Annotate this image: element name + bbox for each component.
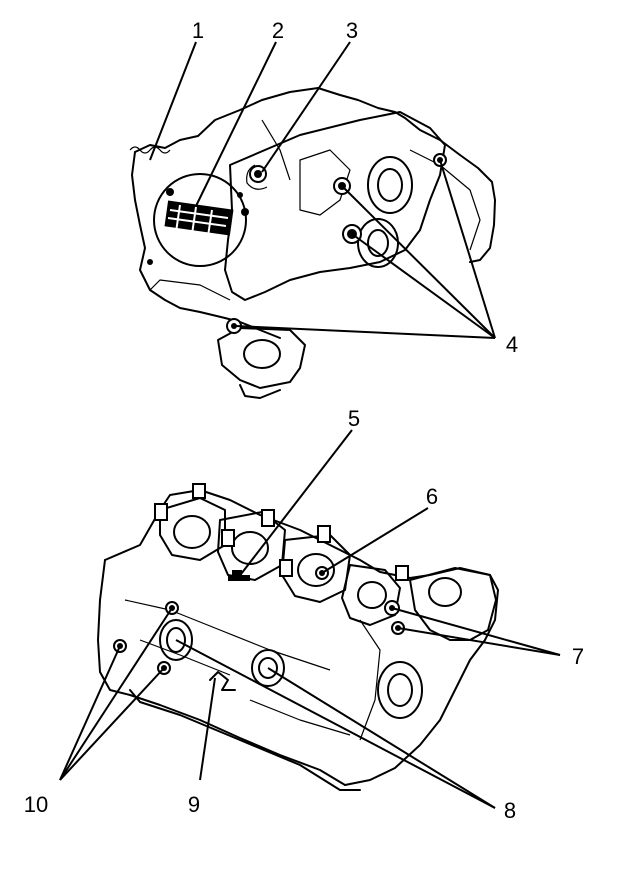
- callout-labels: 1 2 3 4 5 6 7 8 9 10: [24, 18, 584, 823]
- callout-10: 10: [24, 792, 48, 817]
- oil-tube: [209, 671, 236, 691]
- callout-9: 9: [188, 792, 200, 817]
- callout-6: 6: [426, 484, 438, 509]
- cap-bolts: [154, 483, 409, 581]
- callout-3: 3: [346, 18, 358, 43]
- callout-7: 7: [572, 644, 584, 669]
- bottom-leader-lines: [59, 429, 561, 809]
- plug-3: [249, 165, 267, 183]
- plug-2-graphic: [164, 200, 234, 237]
- callout-5: 5: [348, 406, 360, 431]
- engine-block-rear-view: [129, 87, 496, 399]
- callout-4: 4: [506, 332, 518, 357]
- callout-1: 1: [192, 18, 204, 43]
- callout-2: 2: [272, 18, 284, 43]
- top-leader-lines: [149, 41, 496, 339]
- engine-block-bottom-view: [97, 483, 499, 791]
- callout-8: 8: [504, 798, 516, 823]
